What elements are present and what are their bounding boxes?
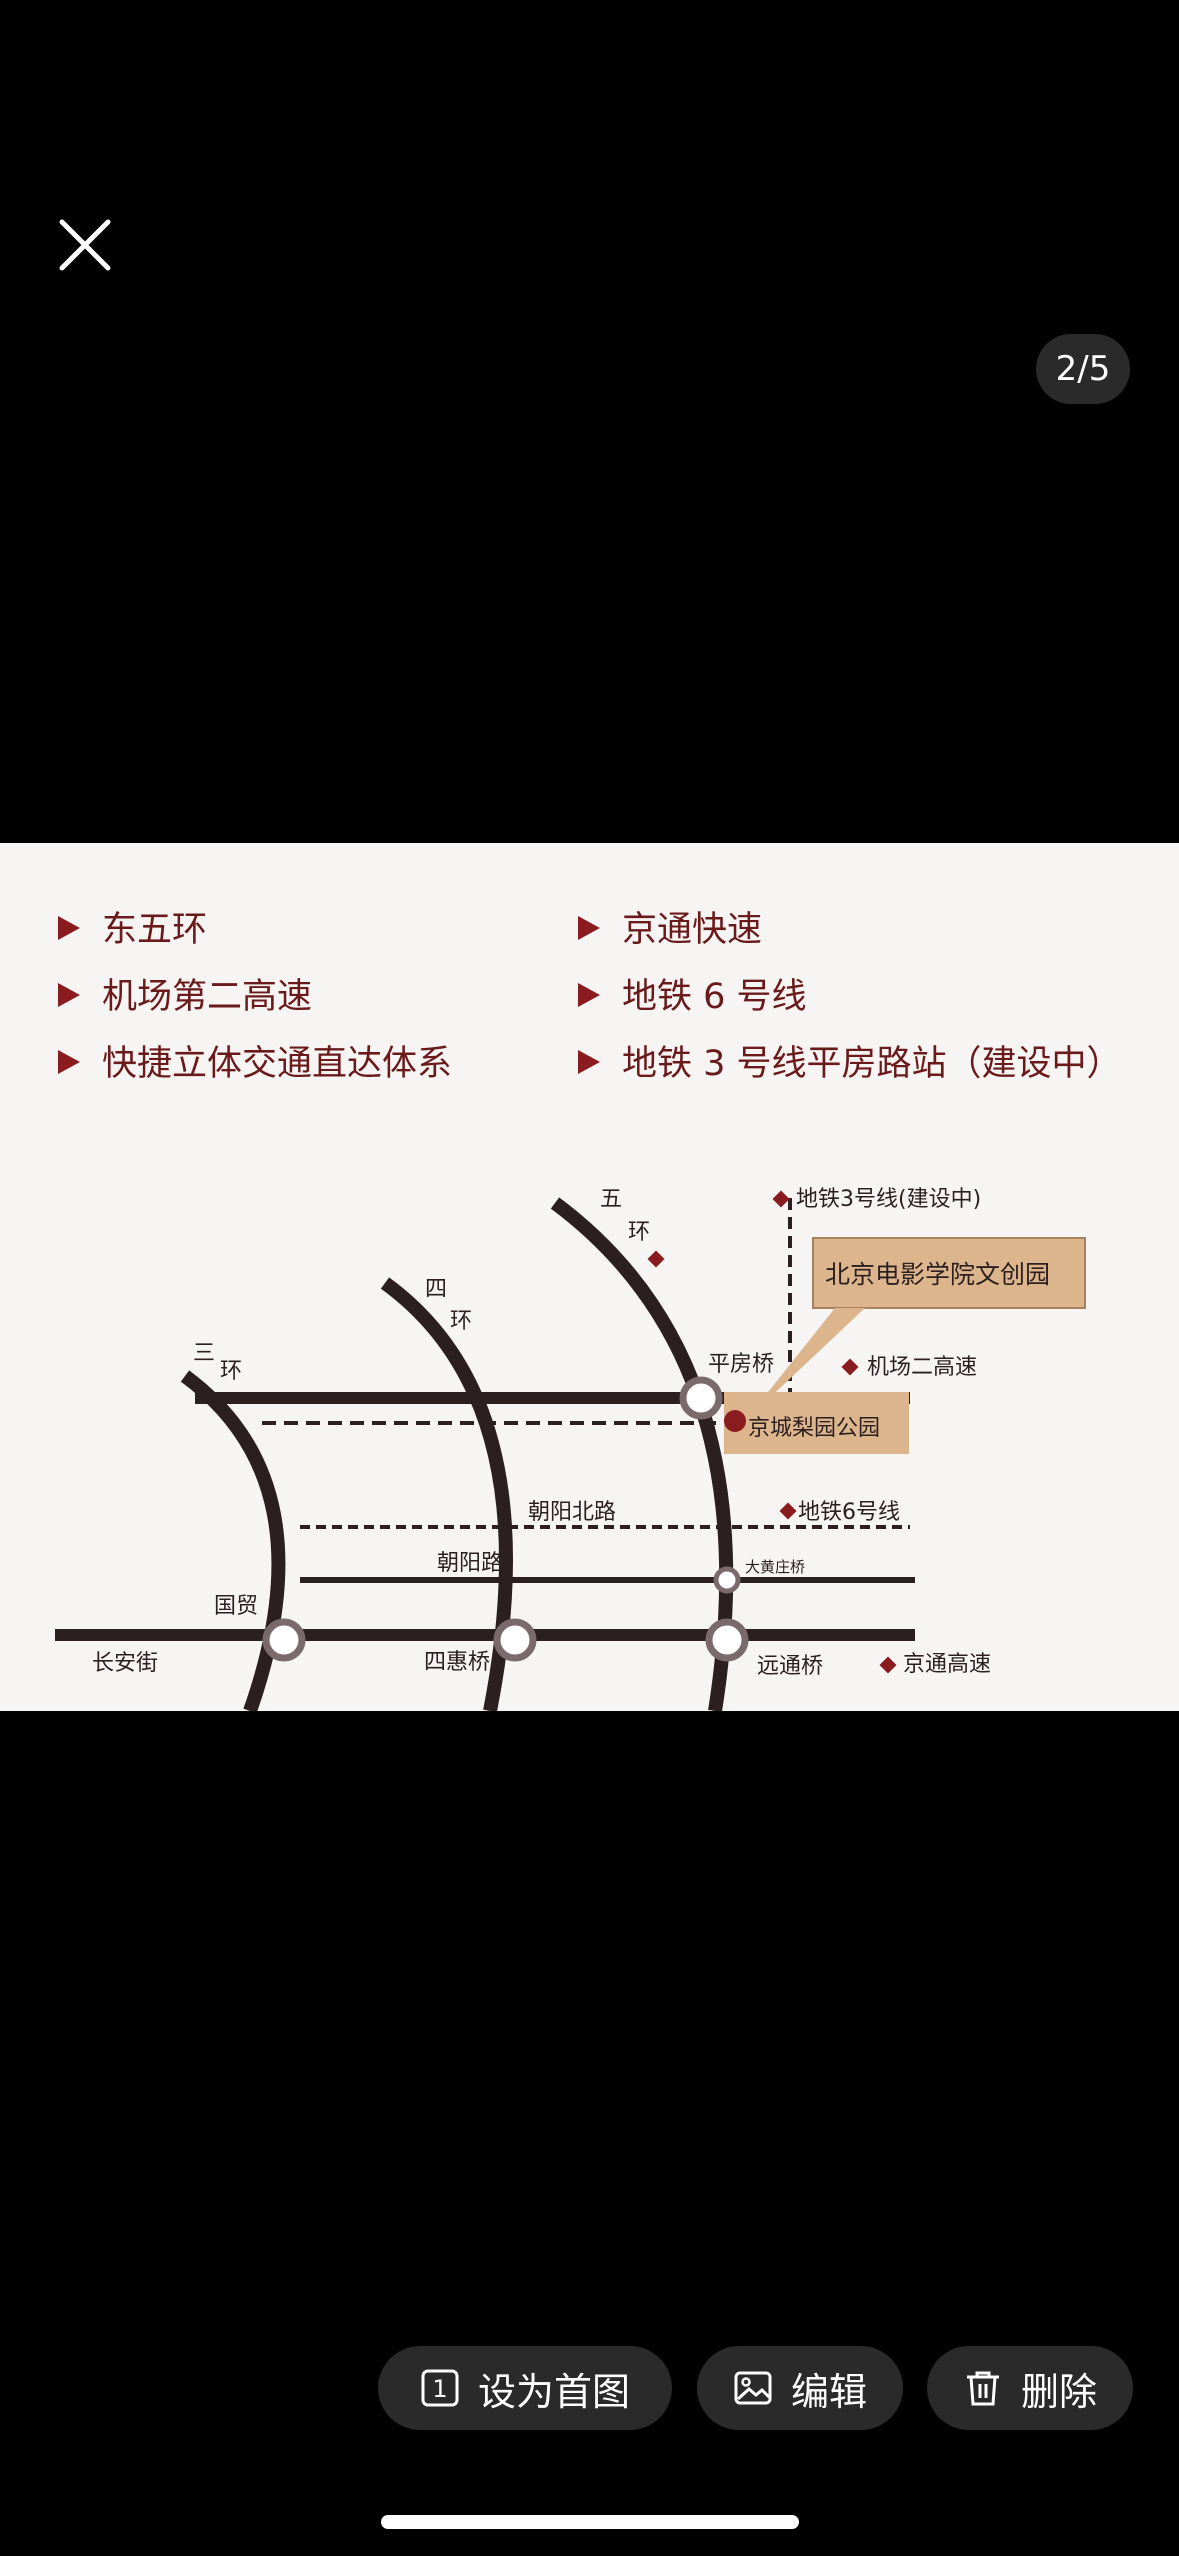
- fourth-ring-road: [380, 1277, 513, 1711]
- edit-label: 编辑: [790, 2369, 867, 2414]
- cover-number-icon: 1: [421, 2369, 459, 2407]
- destination-dot: [724, 1410, 746, 1432]
- yuantongqiao-label: 远通桥: [757, 1654, 823, 1679]
- feature-item: 京通快速: [578, 901, 762, 952]
- triangle-bullet-icon: [578, 1050, 600, 1074]
- third-ring-road: [180, 1370, 286, 1711]
- feature-label: 快捷立体交通直达体系: [102, 1044, 453, 1084]
- triangle-bullet-icon: [578, 983, 600, 1007]
- ring5-label-b: 环: [628, 1220, 650, 1245]
- location-map: 三 环 四 环 五 环 地铁3号线(建设中) 平房桥 机场二高速 京城梨园公园 …: [55, 1187, 1086, 1711]
- feature-item: 东五环: [58, 901, 207, 952]
- edit-button[interactable]: 编辑: [697, 2346, 903, 2430]
- destination-label-box: [812, 1237, 1086, 1309]
- destination-label: 北京电影学院文创园: [825, 1260, 1050, 1289]
- feature-item: 机场第二高速: [58, 968, 312, 1019]
- feature-item: 地铁 3 号线平房路站（建设中）: [578, 1035, 1122, 1086]
- jingtong-label: 京通高速: [903, 1652, 991, 1677]
- close-icon: [59, 219, 111, 271]
- triangle-bullet-icon: [578, 916, 600, 940]
- set-cover-label: 设为首图: [477, 2369, 630, 2414]
- delete-button[interactable]: 删除: [927, 2346, 1133, 2430]
- close-button[interactable]: [50, 210, 120, 280]
- guomao-node: [262, 1618, 306, 1662]
- feature-item: 地铁 6 号线: [578, 968, 807, 1019]
- home-indicator[interactable]: [381, 2515, 799, 2529]
- triangle-bullet-icon: [58, 916, 80, 940]
- feature-label: 东五环: [102, 910, 208, 950]
- svg-text:1: 1: [432, 2375, 447, 2403]
- chaoyanglu-label: 朝阳路: [437, 1551, 503, 1576]
- feature-label: 京通快速: [622, 910, 763, 950]
- sihuiqiao-label: 四惠桥: [424, 1650, 490, 1675]
- image-edit-icon: [734, 2371, 772, 2405]
- chaoyangbeilu-label: 朝阳北路: [528, 1500, 616, 1525]
- triangle-bullet-icon: [58, 983, 80, 1007]
- set-cover-button[interactable]: 1 设为首图: [378, 2346, 672, 2430]
- dahuangzhuang-label: 大黄庄桥: [745, 1558, 805, 1576]
- feature-item: 快捷立体交通直达体系: [58, 1035, 452, 1086]
- ring4-label-b: 环: [450, 1309, 472, 1334]
- triangle-bullet-icon: [58, 1050, 80, 1074]
- image-counter: 2/5: [1036, 334, 1130, 404]
- dahuangzhuang-node: [713, 1566, 741, 1594]
- sihuiqiao-node: [493, 1618, 537, 1662]
- park-label-box: [724, 1392, 909, 1454]
- guomao-label: 国贸: [214, 1594, 258, 1619]
- feature-label: 地铁 6 号线: [622, 977, 807, 1017]
- photo[interactable]: 东五环 机场第二高速 快捷立体交通直达体系 京通快速 地铁 6 号线 地铁 3 …: [0, 843, 1179, 1711]
- ring3-label-b: 环: [220, 1359, 242, 1384]
- ring3-label-a: 三: [193, 1341, 215, 1366]
- pingfangqiao-label: 平房桥: [708, 1352, 774, 1377]
- changanjie-label: 长安街: [92, 1651, 158, 1676]
- delete-label: 删除: [1020, 2369, 1097, 2414]
- park-label: 京城梨园公园: [748, 1416, 880, 1441]
- ring5-label-a: 五: [600, 1187, 622, 1212]
- yuantongqiao-node: [705, 1618, 749, 1662]
- metro3-label: 地铁3号线(建设中): [796, 1187, 981, 1212]
- airport2-label: 机场二高速: [867, 1355, 977, 1380]
- metro6-label: 地铁6号线: [798, 1500, 900, 1525]
- trash-icon: [966, 2371, 999, 2406]
- feature-label: 地铁 3 号线平房路站（建设中）: [622, 1044, 1122, 1084]
- pingfangqiao-node: [679, 1376, 723, 1420]
- ring4-label-a: 四: [425, 1277, 447, 1302]
- feature-label: 机场第二高速: [102, 977, 313, 1017]
